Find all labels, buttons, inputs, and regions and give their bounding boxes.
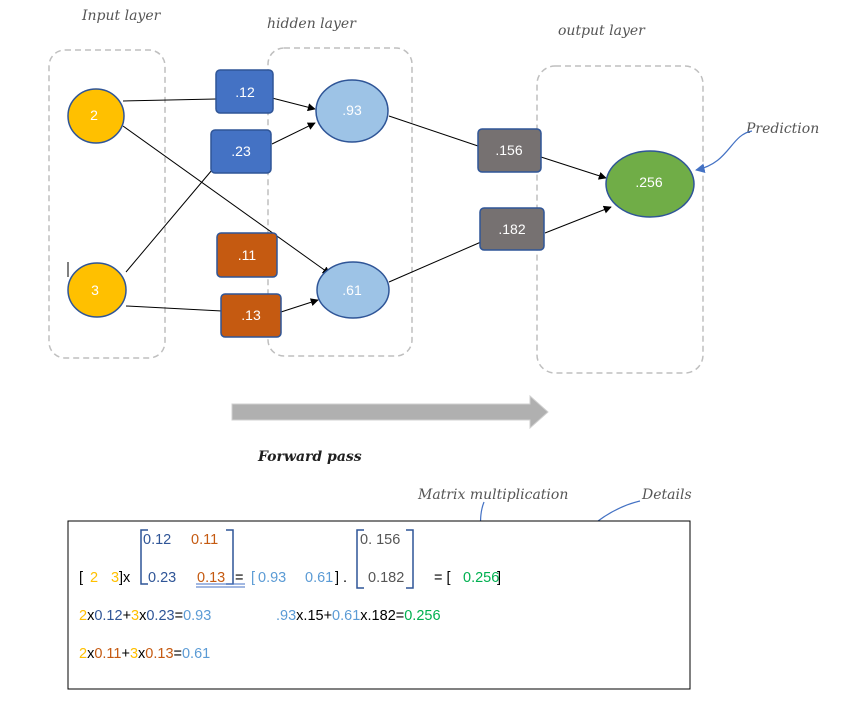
hidden-layer-group xyxy=(267,47,413,357)
eq3-d: + xyxy=(121,646,129,662)
res-93: 0.93 xyxy=(258,570,286,586)
eq1-d: + xyxy=(123,608,131,624)
forward-pass-arrow xyxy=(231,394,549,430)
input-node-2-value: 3 xyxy=(91,282,99,298)
edge-in2-w2 xyxy=(125,169,213,273)
eq1-c: 0.12 xyxy=(94,608,122,624)
m1-r2-b: 0.13 xyxy=(197,570,225,586)
eq1-g: 0.23 xyxy=(146,608,174,624)
weight-box-w1: .12 xyxy=(215,69,274,114)
eq1-i: 0.93 xyxy=(183,608,211,624)
eq1-b: x xyxy=(87,608,95,624)
detail-equation-3: 2x0.11+3x0.13=0.61 xyxy=(79,646,210,662)
weight-box-w4: .13 xyxy=(220,293,282,338)
eq2-e: 0.256 xyxy=(404,608,440,624)
edge-w2-h1 xyxy=(271,122,316,145)
eq-times-bracket: ]x xyxy=(119,570,131,586)
hidden-node-2-value: .61 xyxy=(342,282,362,298)
eq2-a: .93 xyxy=(276,608,296,624)
eq3-i: 0.61 xyxy=(182,646,210,662)
res-close-dot: ] . xyxy=(335,570,347,586)
weight-w5-value: .156 xyxy=(495,142,522,158)
bracket-open: [ xyxy=(79,570,83,586)
eq3-h: = xyxy=(174,646,182,662)
m2-r1: 0. 156 xyxy=(360,532,400,548)
details-label: Details xyxy=(641,487,692,503)
weight-box-w2: .23 xyxy=(210,129,272,174)
eq3-a: 2 xyxy=(79,646,87,662)
eq-in-3: 3 xyxy=(111,570,119,586)
matrix2-right-bracket xyxy=(406,529,414,589)
math-details-box xyxy=(67,520,691,690)
edge-in2-w4 xyxy=(125,305,223,312)
weight-w1-value: .12 xyxy=(235,84,255,100)
eq1-e: 3 xyxy=(131,608,139,624)
matrix2-left-bracket xyxy=(356,529,364,589)
m2-r2: 0.182 xyxy=(368,570,404,586)
final-eq: = [ xyxy=(434,570,451,586)
input-layer-label: Input layer xyxy=(81,8,162,24)
m1-r2-a: 0.23 xyxy=(148,570,176,586)
weight-w4-value: .13 xyxy=(241,307,261,323)
m1-r1-a: 0.12 xyxy=(143,532,171,548)
hidden-node-2: .61 xyxy=(316,261,390,319)
weight-box-w6: .182 xyxy=(479,207,545,251)
output-node: .256 xyxy=(605,150,695,218)
edge-h2-w6 xyxy=(388,241,482,283)
m1-r1-b: 0.11 xyxy=(191,532,218,548)
res-61: 0.61 xyxy=(305,570,333,586)
edge-in1-w1 xyxy=(122,98,217,102)
input-layer-group xyxy=(48,49,166,359)
weight-box-w3: .11 xyxy=(216,232,278,278)
hidden-node-1-value: .93 xyxy=(342,102,362,118)
detail-equation-1: 2x0.12+3x0.23=0.93 xyxy=(79,608,211,624)
hidden-node-1: .93 xyxy=(315,79,389,143)
matrix-multiplication-label: Matrix multiplication xyxy=(417,487,568,503)
edge-w1-h1 xyxy=(271,97,316,112)
eq3-c: 0.11 xyxy=(94,646,121,662)
input-node-2: 3 xyxy=(67,262,127,318)
prediction-label: Prediction xyxy=(745,121,819,137)
edge-in1-h2 xyxy=(122,125,331,275)
final-close: ] xyxy=(497,570,501,586)
eq-equals: = xyxy=(235,570,243,586)
forward-pass-label: Forward pass xyxy=(257,449,362,465)
weight-box-w5: .156 xyxy=(477,128,542,173)
matrix1-left-bracket xyxy=(140,529,148,585)
eq3-e: 3 xyxy=(130,646,138,662)
eq2-d: x.182= xyxy=(360,608,404,624)
input-node-1: 2 xyxy=(67,88,125,144)
res-open: [ xyxy=(251,570,255,586)
edge-w5-out xyxy=(540,156,607,180)
weight-w6-value: .182 xyxy=(498,221,525,237)
output-layer-label: output layer xyxy=(558,23,646,39)
eq1-f: x xyxy=(139,608,147,624)
final-val: 0.256 xyxy=(463,570,499,586)
detail-equation-2: .93x.15+0.61x.182=0.256 xyxy=(276,608,441,624)
weight-w2-value: .23 xyxy=(231,143,251,159)
edge-h1-w5 xyxy=(388,115,479,147)
eq1-h: = xyxy=(175,608,183,624)
eq-in-2: 2 xyxy=(90,570,98,586)
edge-w6-out xyxy=(544,205,612,234)
eq3-g: 0.13 xyxy=(145,646,173,662)
output-node-value: .256 xyxy=(635,174,662,190)
eq1-a: 2 xyxy=(79,608,87,624)
eq3-f: x xyxy=(138,646,146,662)
hidden-layer-label: hidden layer xyxy=(267,16,357,32)
weight-w3-value: .11 xyxy=(238,247,257,263)
prediction-arrow xyxy=(695,130,753,173)
edge-w4-h2 xyxy=(280,298,319,313)
main-equation: [ 2 3 ]x 0.23 0.13 = [ 0.93 0.61 ] . 0.1… xyxy=(79,570,503,586)
input-node-1-value: 2 xyxy=(90,107,98,123)
eq2-b: x.15+ xyxy=(296,608,332,624)
eq3-b: x xyxy=(87,646,95,662)
output-layer-group xyxy=(536,65,704,374)
eq2-c: 0.61 xyxy=(332,608,360,624)
